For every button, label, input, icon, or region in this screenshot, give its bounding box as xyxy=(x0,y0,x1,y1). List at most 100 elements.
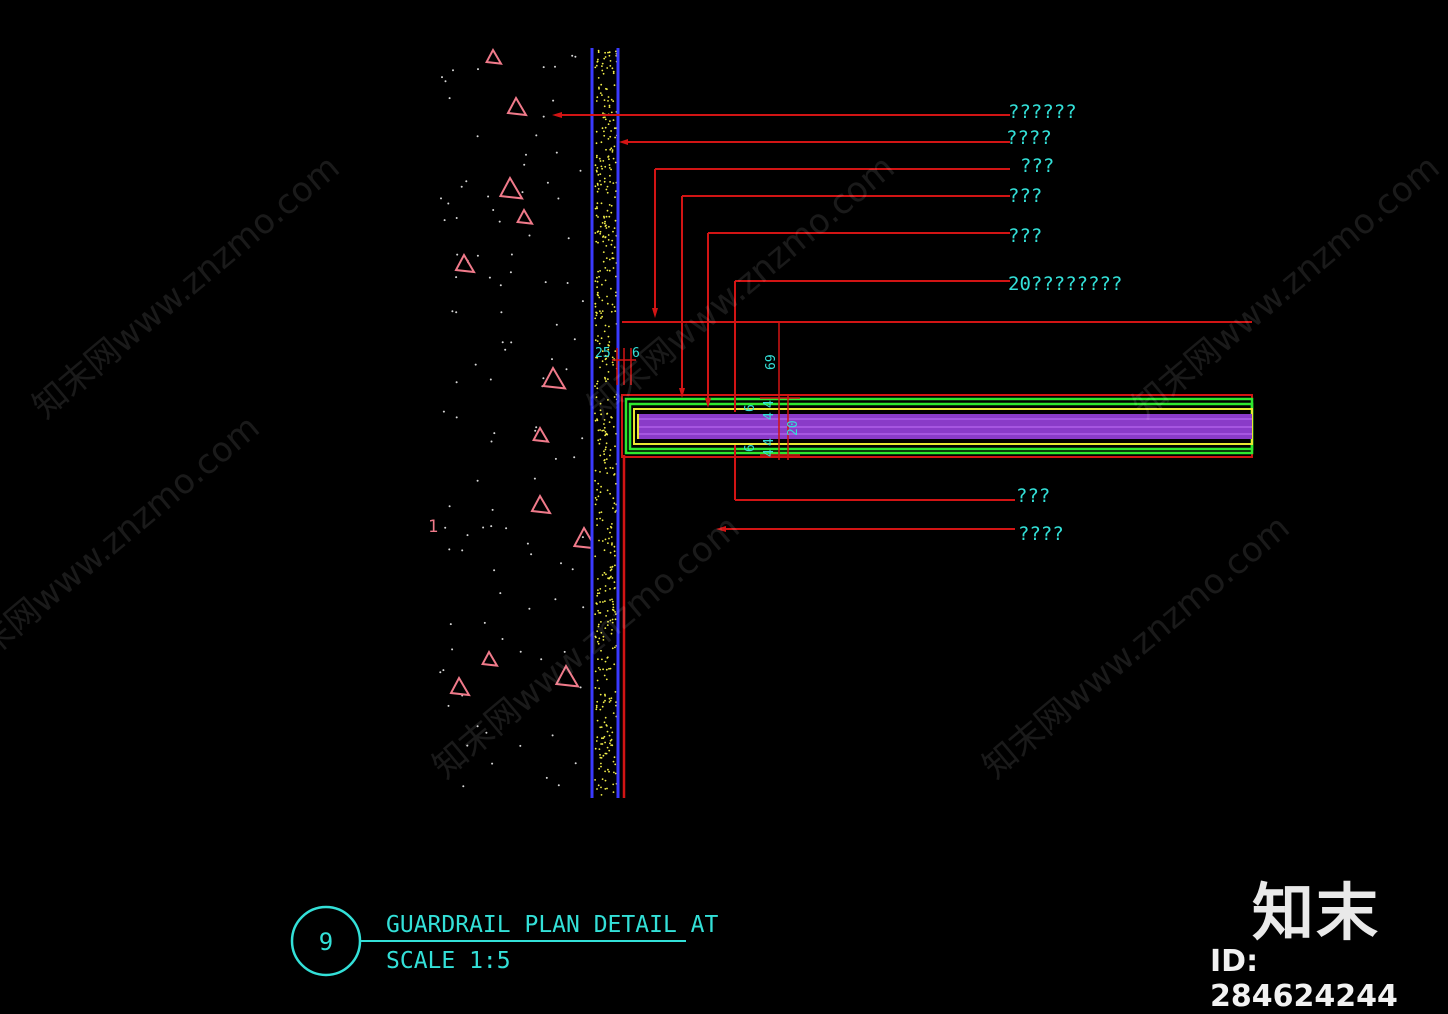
wall-fill-dot xyxy=(604,788,607,790)
wall-fill-dot xyxy=(608,51,611,54)
wall-fill-dot xyxy=(596,594,599,597)
wall-fill-dot xyxy=(614,219,617,222)
wall-fill-dot xyxy=(614,310,617,312)
wall-fill-dot xyxy=(597,188,600,190)
aggregate-dot xyxy=(487,195,490,198)
wall-fill-dot xyxy=(600,413,602,416)
wall-fill-dot xyxy=(612,497,615,500)
wall-fill-dot xyxy=(605,724,608,726)
wall-fill-dot xyxy=(609,454,611,457)
label-6: 20???????? xyxy=(1008,273,1122,295)
wall-fill-dot xyxy=(604,56,607,58)
wall-fill-dot xyxy=(605,458,608,460)
wall-fill-dot xyxy=(594,747,597,750)
wall-fill-dot xyxy=(600,485,602,488)
wall-fill-dot xyxy=(602,639,605,641)
wall-fill-dot xyxy=(613,227,616,230)
wall-fill-dot xyxy=(612,783,615,786)
aggregate-dot xyxy=(449,623,452,626)
aggregate-dot xyxy=(542,377,545,380)
wall-fill-dot xyxy=(615,294,617,297)
stray-number: 1 xyxy=(428,517,438,537)
aggregate-dot xyxy=(455,381,458,384)
glass-panel xyxy=(621,394,1254,458)
wall-fill-dot xyxy=(603,330,606,333)
wall-fill-dot xyxy=(599,438,602,441)
wall-fill-dot xyxy=(605,433,607,436)
wall-fill-dot xyxy=(604,752,607,755)
aggregate-dot xyxy=(504,348,507,351)
aggregate-dot xyxy=(448,548,451,551)
wall-fill-dot xyxy=(612,712,615,714)
wall-fill-dot xyxy=(608,770,610,773)
wall-fill-dot xyxy=(611,621,614,624)
wall-fill-dot xyxy=(594,555,597,558)
wall-fill-dot xyxy=(602,251,605,254)
wall-fill-dot xyxy=(604,585,607,587)
aggregate-dot xyxy=(552,99,555,102)
wall-section xyxy=(590,48,626,798)
aggregate-dot xyxy=(501,341,504,344)
wall-fill-dot xyxy=(611,543,613,546)
wall-fill-dot xyxy=(603,450,605,453)
wall-fill-dot xyxy=(603,571,606,574)
wall-fill-dot xyxy=(610,211,613,214)
wall-fill-dot xyxy=(610,204,613,207)
detail-scale: SCALE 1:5 xyxy=(386,948,511,974)
aggregate-dot xyxy=(455,217,458,219)
wall-fill-dot xyxy=(610,168,612,171)
aggregate-dot xyxy=(499,592,502,595)
wall-fill-dot xyxy=(606,746,609,749)
wall-fill-dot xyxy=(608,215,611,218)
wall-fill-dot xyxy=(610,310,613,313)
wall-fill-dot xyxy=(611,598,613,601)
wall-fill-dot xyxy=(610,632,613,635)
wall-fill-dot xyxy=(602,116,605,119)
brand-logo: 知末 xyxy=(1252,876,1381,949)
wall-fill-dot xyxy=(595,130,598,133)
wall-fill-dot xyxy=(601,222,604,224)
wall-fill-dot xyxy=(597,291,599,294)
wall-fill-dot xyxy=(596,418,598,420)
wall-fill-dot xyxy=(604,467,607,470)
wall-fill-dot xyxy=(613,145,616,148)
wall-fill-dot xyxy=(607,123,610,126)
wall-fill-dot xyxy=(611,731,614,734)
wall-fill-dot xyxy=(611,608,614,611)
wall-fill-dot xyxy=(604,430,607,433)
dim-4a: 4 xyxy=(762,400,777,408)
aggregate-dot xyxy=(476,479,479,482)
dim-6a: 6 xyxy=(632,346,640,361)
wall-fill-dot xyxy=(608,158,610,161)
wall-fill-dot xyxy=(609,120,611,122)
wall-fill-dot xyxy=(596,380,599,383)
aggregate-triangle xyxy=(530,493,552,515)
wall-fill-dot xyxy=(612,507,614,510)
wall-fill-dot xyxy=(612,100,615,103)
wall-fill-dot xyxy=(601,737,603,740)
wall-fill-dot xyxy=(609,742,611,745)
aggregate-dot xyxy=(476,725,479,728)
wall-fill-dot xyxy=(596,293,599,296)
wall-fill-dot xyxy=(595,100,598,102)
wall-fill-dot xyxy=(603,459,606,461)
wall-fill-dot xyxy=(602,754,605,757)
aggregate-dot xyxy=(542,66,545,69)
wall-fill-dot xyxy=(597,658,599,661)
wall-fill-dot xyxy=(603,180,606,183)
wall-fill-dot xyxy=(604,448,607,451)
wall-fill-dot xyxy=(596,640,599,643)
wall-fill-dot xyxy=(597,216,599,218)
wall-fill-dot xyxy=(611,600,614,603)
wall-fill-dot xyxy=(601,429,604,432)
aggregate-dot xyxy=(554,598,557,601)
wall-fill-dot xyxy=(594,503,597,506)
wall-fill-dot xyxy=(601,167,603,170)
wall-fill-dot xyxy=(607,138,610,140)
wall-fill-dot xyxy=(611,542,613,544)
wall-fill-dot xyxy=(600,649,602,652)
wall-fill-dot xyxy=(599,726,602,729)
wall-fill-dot xyxy=(604,225,607,228)
aggregate-dot xyxy=(528,607,531,610)
